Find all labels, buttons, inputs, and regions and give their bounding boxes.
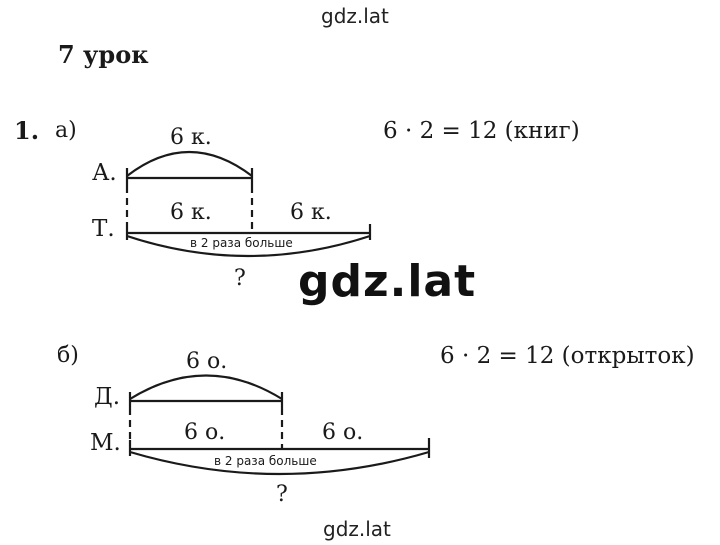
b-top-brace	[129, 374, 283, 400]
watermark-center: gdz.lat	[298, 256, 477, 307]
part-b-row2-label: М.	[90, 430, 121, 456]
part-a-bottom-segment-2: 6 к.	[290, 200, 332, 225]
part-b-bottom-segment-1: 6 о.	[184, 420, 226, 445]
b-bottom-brace	[129, 450, 430, 476]
part-a-label: а)	[55, 118, 77, 143]
part-a-note: в 2 раза больше	[188, 236, 295, 250]
part-b-top-segment: 6 о.	[186, 349, 228, 374]
task-number: 1.	[14, 116, 40, 145]
part-a-row2-label: Т.	[92, 216, 115, 242]
part-a-top-segment: 6 к.	[170, 125, 212, 150]
part-b-question: ?	[276, 482, 288, 507]
lesson-title: 7 урок	[58, 40, 149, 69]
watermark-bottom: gdz.lat	[323, 517, 391, 541]
part-b-note: в 2 раза больше	[212, 454, 319, 468]
part-b-row1-label: Д.	[94, 384, 121, 410]
a-top-brace	[126, 151, 253, 177]
a-bottom-brace	[126, 234, 371, 258]
watermark-top: gdz.lat	[321, 4, 389, 28]
part-a-equation: 6 · 2 = 12 (книг)	[383, 118, 580, 144]
part-b-equation: 6 · 2 = 12 (открыток)	[440, 343, 695, 369]
part-a-row1-label: А.	[92, 160, 117, 186]
part-a-question: ?	[234, 266, 246, 291]
part-b-bottom-segment-2: 6 о.	[322, 420, 364, 445]
part-a-bottom-segment-1: 6 к.	[170, 200, 212, 225]
part-b-label: б)	[57, 343, 79, 368]
